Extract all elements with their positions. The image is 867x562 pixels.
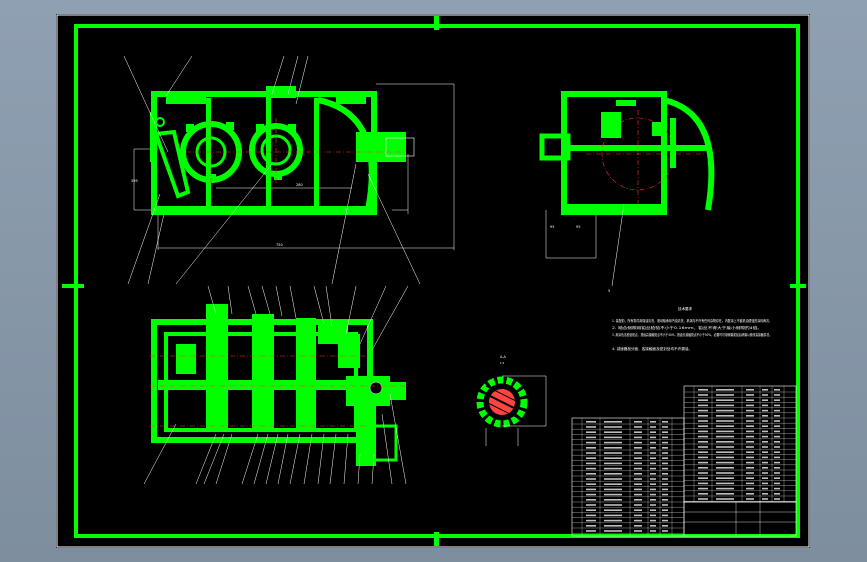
tech-req-line-1: 1. 装配前，所有零件用煤油清洗，滚动轴承用汽油清洗，机体内不许有任何杂物存在。…	[612, 318, 772, 323]
svg-text:280: 280	[296, 183, 303, 187]
tech-req-line-4: 4. 减速器剖分面、各接触面及密封处均不许漏油。	[612, 346, 692, 351]
center-mark-right	[790, 284, 806, 288]
section-view	[143, 285, 409, 485]
technical-requirements: 技术要求 1. 装配前，所有零件用煤油清洗，滚动轴承用汽油清洗，机体内不许有任何…	[612, 306, 772, 351]
side-view: 95 95 5	[539, 91, 715, 293]
front-view: 750 395 280	[123, 55, 455, 285]
parts-list	[571, 385, 797, 537]
center-mark-top	[434, 16, 439, 30]
svg-text:395: 395	[131, 179, 138, 183]
svg-text:750: 750	[276, 243, 283, 247]
drawing-canvas[interactable]: 750 395 280	[56, 14, 810, 548]
section-scale: 1:2	[500, 361, 505, 365]
sheet-outer-border	[56, 14, 810, 548]
tech-requirements-title: 技术要求	[678, 306, 692, 311]
drawing-svg: 750 395 280	[56, 14, 810, 548]
center-mark-bottom	[434, 532, 439, 546]
section-label: A-A	[500, 355, 507, 359]
center-mark-left	[62, 284, 84, 288]
shaft-section-detail: A-A 1:2	[476, 355, 547, 446]
svg-text:95: 95	[576, 225, 580, 229]
tech-req-line-2: 2. 啮合侧隙用铅丝检验不小于0.16mm，铅丝不得大于最小侧隙的4倍。	[612, 325, 762, 330]
title-block	[683, 501, 797, 537]
svg-text:95: 95	[550, 225, 554, 229]
tech-req-line-3: 3. 用涂色法检验斑点，按齿高接触斑点不小于40%，按齿长接触斑点不小于50%，…	[612, 332, 772, 337]
svg-text:5: 5	[608, 289, 610, 293]
